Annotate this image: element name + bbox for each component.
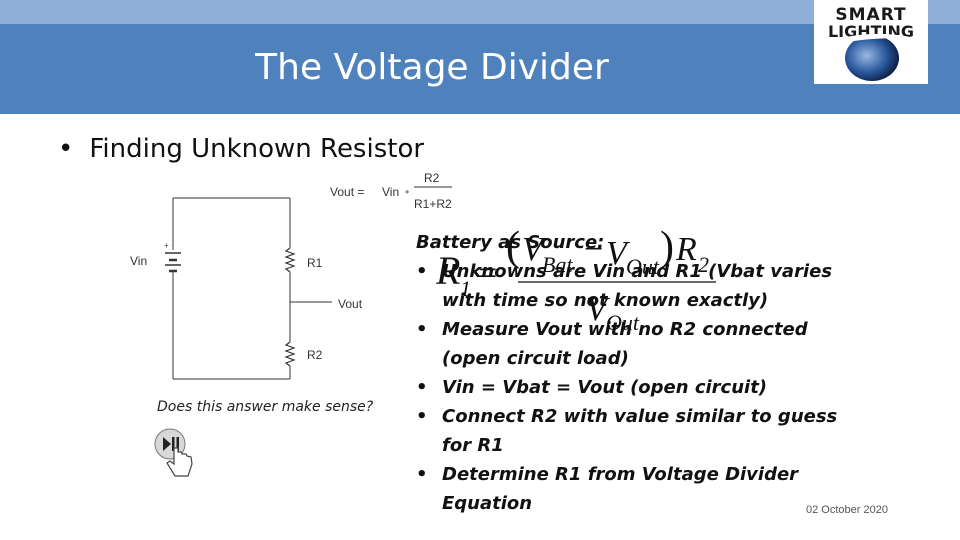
label-vin: Vin bbox=[130, 254, 147, 268]
svg-text:•: • bbox=[405, 185, 409, 199]
note-item: Vin = Vbat = Vout (open circuit) bbox=[408, 373, 848, 402]
slide-title: The Voltage Divider bbox=[255, 47, 609, 88]
equation-lhs: Vout = bbox=[330, 185, 364, 199]
play-pause-button[interactable] bbox=[148, 424, 204, 480]
smart-lighting-logo: SMART LIGHTING bbox=[814, 0, 928, 84]
label-r1: R1 bbox=[307, 256, 323, 270]
label-vout: Vout bbox=[338, 297, 363, 311]
equation-denominator: R1+R2 bbox=[414, 197, 452, 211]
play-icon bbox=[163, 437, 171, 451]
main-bullet: •Finding Unknown Resistor bbox=[58, 134, 425, 164]
note-item: Measure Vout with no R2 connected (open … bbox=[408, 315, 848, 373]
globe-icon bbox=[820, 33, 924, 81]
diagram-caption: Does this answer make sense? bbox=[157, 399, 374, 415]
battery-plus-label: + bbox=[164, 241, 169, 250]
equation-numerator: R2 bbox=[424, 171, 440, 185]
slide-date: 02 October 2020 bbox=[806, 504, 888, 516]
circuit-wires bbox=[172, 197, 332, 380]
equation-vin: Vin bbox=[382, 185, 399, 199]
battery-icon bbox=[165, 252, 181, 273]
logo-line-1: SMART bbox=[835, 5, 907, 25]
resistor-r2-icon bbox=[284, 341, 296, 367]
pause-bar-icon bbox=[172, 437, 175, 451]
note-item: Unknowns are Vin and R1 (Vbat varies wit… bbox=[408, 257, 848, 315]
resistor-r1-icon bbox=[284, 247, 296, 273]
note-item: Determine R1 from Voltage Divider Equati… bbox=[408, 460, 848, 518]
title-bar bbox=[0, 24, 960, 114]
voltage-divider-circuit-diagram: Vout = Vin • R2 R1+R2 + Vin R1 Vout R2 bbox=[130, 171, 452, 380]
label-r2: R2 bbox=[307, 348, 323, 362]
battery-notes: Battery as Source: Unknowns are Vin and … bbox=[408, 228, 848, 518]
pause-bar-icon bbox=[176, 437, 179, 451]
main-bullet-text: Finding Unknown Resistor bbox=[89, 134, 425, 164]
note-item: Connect R2 with value similar to guess f… bbox=[408, 402, 848, 460]
pointing-hand-icon bbox=[166, 447, 193, 477]
top-strip bbox=[0, 0, 960, 24]
notes-heading: Battery as Source: bbox=[416, 232, 605, 253]
